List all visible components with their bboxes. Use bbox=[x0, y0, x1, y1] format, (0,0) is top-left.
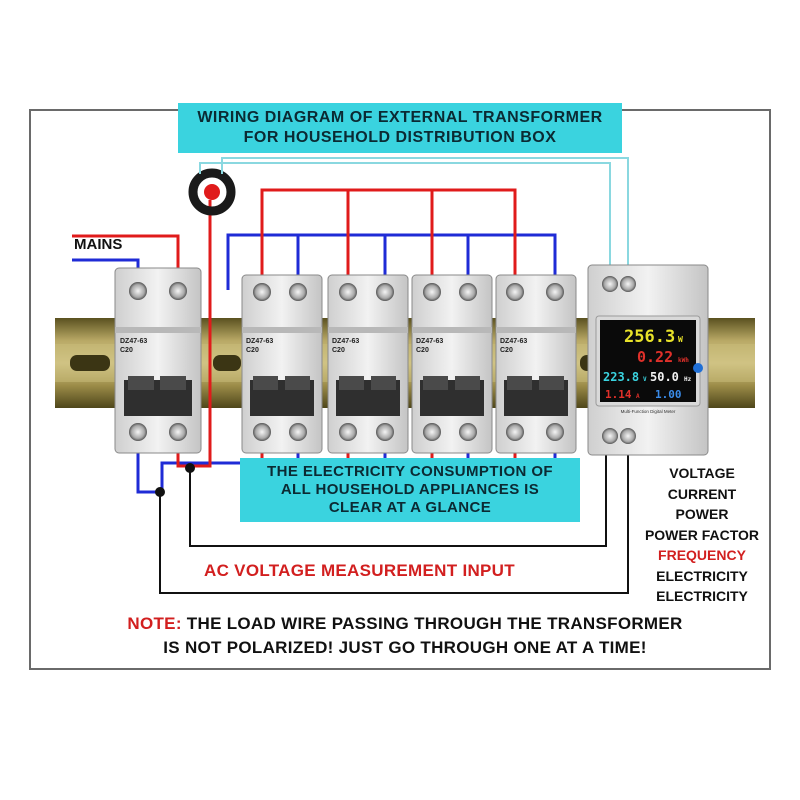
measurement-item-power: POWER bbox=[675, 506, 729, 522]
digital-meter: Multi-Function Digital Meter 256.3 W 0.2… bbox=[587, 264, 709, 456]
breaker-1-model: DZ47-63 bbox=[246, 338, 273, 345]
breaker-4-rating: C20 bbox=[500, 347, 513, 354]
meter-current-unit: A bbox=[636, 393, 640, 400]
breaker-main-model: DZ47-63 bbox=[120, 338, 147, 345]
meter-frequency-unit: Hz bbox=[684, 376, 692, 383]
breaker-main-rating: C20 bbox=[120, 347, 133, 354]
meter-power-unit: W bbox=[678, 335, 683, 344]
meter-power: 256.3 bbox=[624, 327, 675, 347]
ac-measurement-wires bbox=[155, 440, 629, 594]
info-line-2: ALL HOUSEHOLD APPLIANCES IS bbox=[280, 481, 540, 498]
title-line-1: WIRING DIAGRAM OF EXTERNAL TRANSFORMER bbox=[197, 109, 603, 126]
measurement-item-current: CURRENT bbox=[667, 485, 737, 502]
measurement-item-electricity-2: ELECTRICITY bbox=[656, 588, 748, 604]
measurement-item-frequency: FREQUENCY bbox=[658, 547, 746, 563]
meter-current: 1.14 bbox=[605, 388, 632, 401]
measurement-item-electricity-1: ELECTRICITY bbox=[656, 567, 748, 584]
measurement-item-power-factor: POWER FACTOR bbox=[644, 526, 760, 543]
breaker-1 bbox=[241, 274, 323, 454]
meter-voltage-unit: V bbox=[643, 376, 647, 383]
breakers bbox=[114, 267, 577, 454]
breaker-1-rating: C20 bbox=[246, 347, 259, 354]
meter-caption: Multi-Function Digital Meter bbox=[621, 409, 676, 414]
breaker-main bbox=[114, 267, 202, 454]
title-line-2: FOR HOUSEHOLD DISTRIBUTION BOX bbox=[243, 129, 557, 146]
note-line-1: NOTE: THE LOAD WIRE PASSING THROUGH THE … bbox=[60, 612, 750, 636]
breaker-labels: DZ47-63 C20 DZ47-63 C20 DZ47-63 C20 DZ47… bbox=[120, 338, 527, 354]
breaker-2-model: DZ47-63 bbox=[332, 338, 359, 345]
diagram-title: WIRING DIAGRAM OF EXTERNAL TRANSFORMER F… bbox=[178, 103, 622, 153]
meter-power-factor: 1.00 bbox=[655, 388, 682, 401]
current-transformer-icon bbox=[188, 168, 236, 216]
note-text: NOTE: THE LOAD WIRE PASSING THROUGH THE … bbox=[60, 612, 750, 660]
meter-energy-unit: kWh bbox=[678, 357, 689, 364]
info-line-3: CLEAR AT A GLANCE bbox=[328, 499, 492, 516]
breaker-3 bbox=[411, 274, 493, 454]
note-line-2: IS NOT POLARIZED! JUST GO THROUGH ONE AT… bbox=[163, 638, 647, 657]
breaker-4 bbox=[495, 274, 577, 454]
breaker-3-model: DZ47-63 bbox=[416, 338, 443, 345]
breaker-2-rating: C20 bbox=[332, 347, 345, 354]
measurement-item-voltage: VOLTAGE bbox=[669, 465, 735, 481]
note-line-1-text: THE LOAD WIRE PASSING THROUGH THE TRANSF… bbox=[181, 614, 683, 633]
note-lead: NOTE: bbox=[127, 614, 182, 633]
meter-frequency: 50.0 bbox=[650, 370, 679, 384]
mains-label: MAINS bbox=[74, 236, 123, 253]
info-callout: THE ELECTRICITY CONSUMPTION OF ALL HOUSE… bbox=[240, 458, 580, 522]
meter-energy: 0.22 bbox=[637, 348, 673, 366]
breaker-4-model: DZ47-63 bbox=[500, 338, 527, 345]
meter-voltage: 223.8 bbox=[603, 370, 639, 384]
info-line-1: THE ELECTRICITY CONSUMPTION OF bbox=[267, 463, 553, 480]
ac-input-label: AC VOLTAGE MEASUREMENT INPUT bbox=[204, 561, 515, 580]
breaker-3-rating: C20 bbox=[416, 347, 429, 354]
transformer-signal-wires bbox=[199, 157, 629, 276]
breaker-2 bbox=[327, 274, 409, 454]
measurement-list: VOLTAGE CURRENT POWER POWER FACTOR FREQU… bbox=[632, 463, 772, 607]
